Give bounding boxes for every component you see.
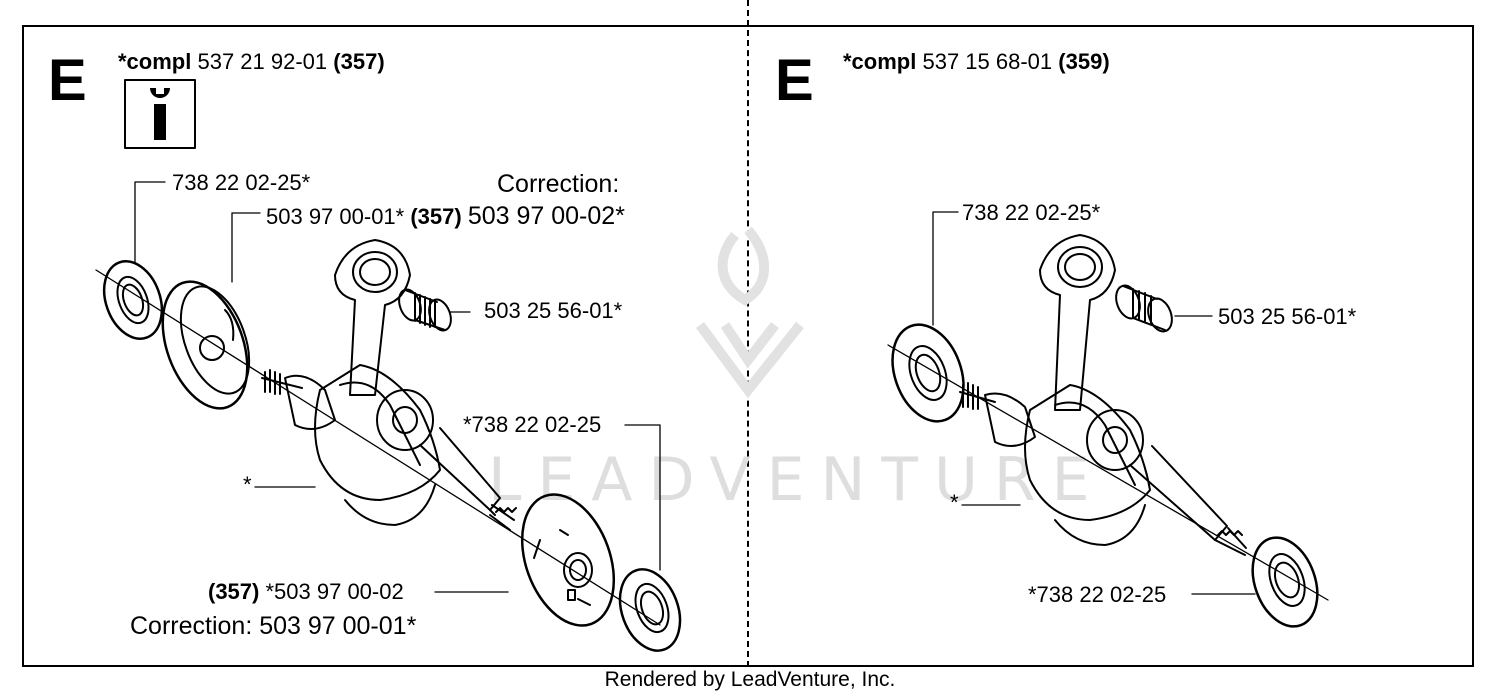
footer-credit: Rendered by LeadVenture, Inc. [604, 668, 896, 691]
right-top-bearing [891, 323, 965, 423]
right-compl-prefix: *compl [843, 49, 917, 74]
left-label-correction-1: Correction: [497, 170, 620, 198]
left-label-crankshaft: * [243, 472, 252, 497]
left-label-half: (357) *503 97 00-02 [208, 581, 404, 603]
left-compl-model: (357) [333, 49, 385, 74]
right-compl-heading: *compl 537 15 68-01 (359) [843, 51, 1110, 73]
right-label-crankshaft: * [950, 490, 959, 515]
left-label-flywheel: 503 97 00-01* (357) 503 97 00-02* [266, 204, 625, 229]
left-half-model: (357) [208, 579, 260, 604]
panel-divider [747, 0, 749, 667]
wrench-icon [150, 88, 170, 140]
right-compl-model: (359) [1058, 49, 1110, 74]
right-label-bearing-bottom: *738 22 02-25 [1028, 582, 1167, 607]
left-flywheel-half [161, 280, 251, 410]
right-needle-bearing [1115, 284, 1173, 333]
left-label-bearing-top: 738 22 02-25* [172, 170, 311, 195]
right-compl-number: 537 15 68-01 [922, 49, 1053, 74]
right-label-bearing-top: 738 22 02-25* [962, 200, 1101, 225]
right-section-letter: E [775, 48, 814, 113]
left-section-letter: E [48, 48, 87, 113]
watermark-logo [695, 226, 804, 399]
left-top-bearing [102, 260, 164, 340]
left-crankshaft [261, 239, 517, 531]
left-needle-bearing [398, 288, 452, 332]
left-half-part: *503 97 00-02 [265, 579, 404, 604]
wrench-icon-box [124, 79, 196, 149]
left-compl-prefix: *compl [118, 49, 192, 74]
left-label-bearing-bottom: *738 22 02-25 [463, 412, 602, 437]
left-label-correction-2: Correction: 503 97 00-01* [130, 612, 417, 640]
left-flywheel-correction: 503 97 00-02* [467, 202, 625, 230]
watermark-text: LEADVENTURE [488, 445, 1106, 515]
left-flywheel-part: 503 97 00-01* [266, 204, 405, 229]
right-label-needle-bearing: 503 25 56-01* [1218, 304, 1357, 329]
left-compl-number: 537 21 92-01 [197, 49, 328, 74]
left-flywheel-model: (357) [410, 204, 462, 229]
right-crankshaft [959, 234, 1247, 556]
left-compl-heading: *compl 537 21 92-01 (357) [118, 51, 385, 73]
right-bottom-bearing [1251, 536, 1319, 628]
left-bottom-bearing [618, 568, 682, 652]
left-label-needle-bearing: 503 25 56-01* [484, 298, 623, 323]
left-flywheel-half-2 [520, 493, 616, 627]
